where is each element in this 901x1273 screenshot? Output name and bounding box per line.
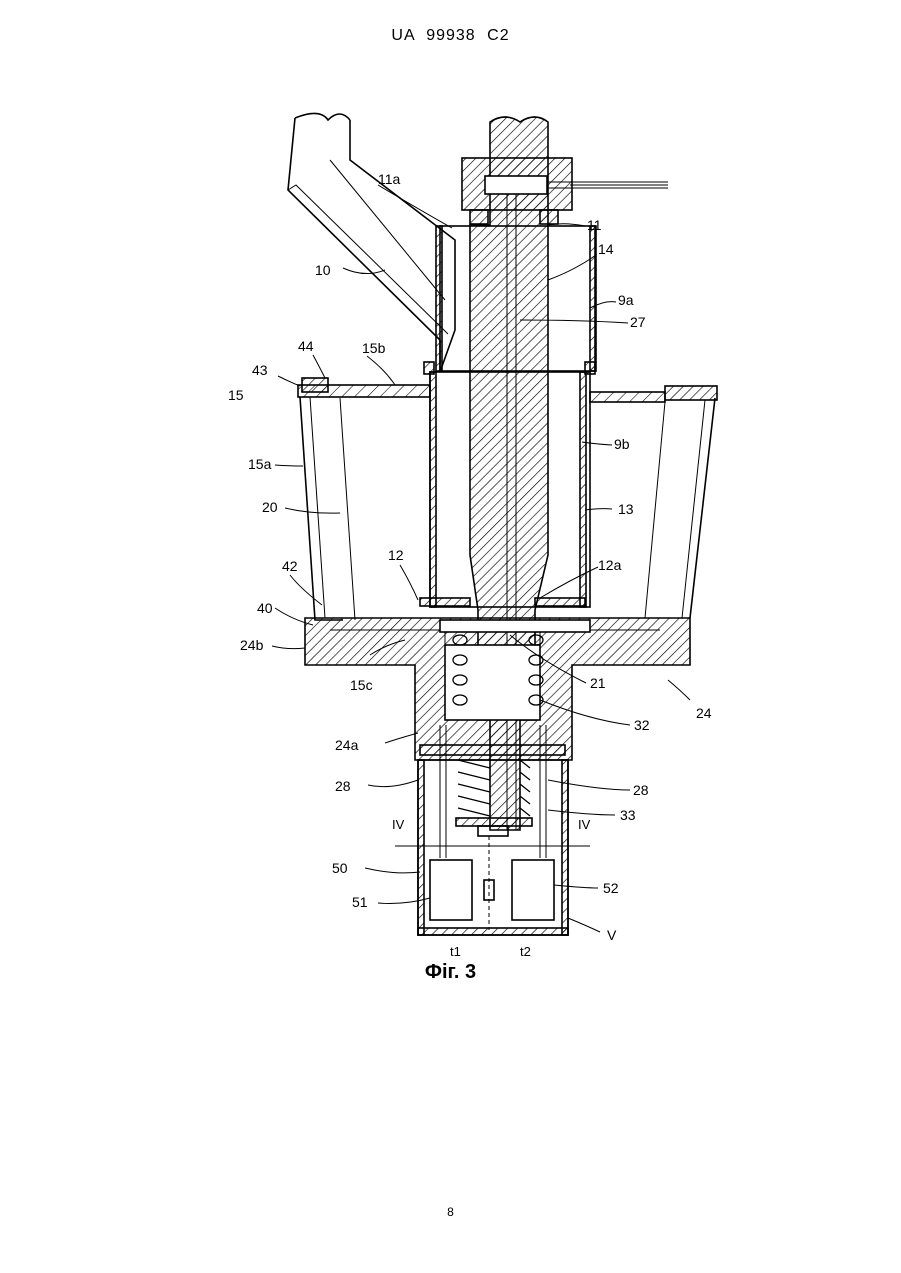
- label-V: V: [607, 927, 617, 943]
- label-13: 13: [618, 501, 634, 517]
- label-11a: 11a: [378, 171, 401, 187]
- label-14: 14: [598, 241, 614, 257]
- label-52: 52: [603, 880, 619, 896]
- label-42: 42: [282, 558, 298, 574]
- label-43: 43: [252, 362, 268, 378]
- label-27: 27: [630, 314, 646, 330]
- figure-caption: Фіг. 3: [0, 961, 901, 984]
- label-28-right: 28: [633, 782, 649, 798]
- basket-left: [300, 397, 343, 620]
- label-15c: 15c: [350, 677, 373, 693]
- label-11: 11: [587, 217, 602, 233]
- label-33: 33: [620, 807, 636, 823]
- label-IV-right: IV: [578, 817, 591, 832]
- label-21: 21: [590, 675, 606, 691]
- label-12a: 12a: [598, 557, 622, 573]
- label-15b: 15b: [362, 340, 386, 356]
- label-10: 10: [315, 262, 331, 278]
- feed-pipe: [288, 118, 455, 372]
- label-t1: t1: [450, 944, 461, 959]
- spring-cavity: [445, 645, 540, 720]
- label-12: 12: [388, 547, 404, 563]
- label-28-left: 28: [335, 778, 351, 794]
- label-9b: 9b: [614, 436, 630, 452]
- label-40: 40: [257, 600, 273, 616]
- label-50: 50: [332, 860, 348, 876]
- label-24a: 24a: [335, 737, 359, 753]
- label-32: 32: [634, 717, 650, 733]
- sensor-52: [512, 860, 554, 920]
- label-20: 20: [262, 499, 278, 515]
- sensor-51: [430, 860, 472, 920]
- label-24b: 24b: [240, 637, 264, 653]
- label-t2: t2: [520, 944, 531, 959]
- label-15a: 15a: [248, 456, 272, 472]
- plate-12: [420, 598, 470, 606]
- label-51: 51: [352, 894, 368, 910]
- label-44: 44: [298, 338, 314, 354]
- label-9a: 9a: [618, 292, 634, 308]
- page-number: 8: [0, 1205, 901, 1219]
- basket-lid-right: [590, 392, 665, 402]
- drawing-geometry: [288, 113, 717, 935]
- label-IV-left: IV: [392, 817, 405, 832]
- label-15: 15: [228, 387, 244, 403]
- label-24: 24: [696, 705, 712, 721]
